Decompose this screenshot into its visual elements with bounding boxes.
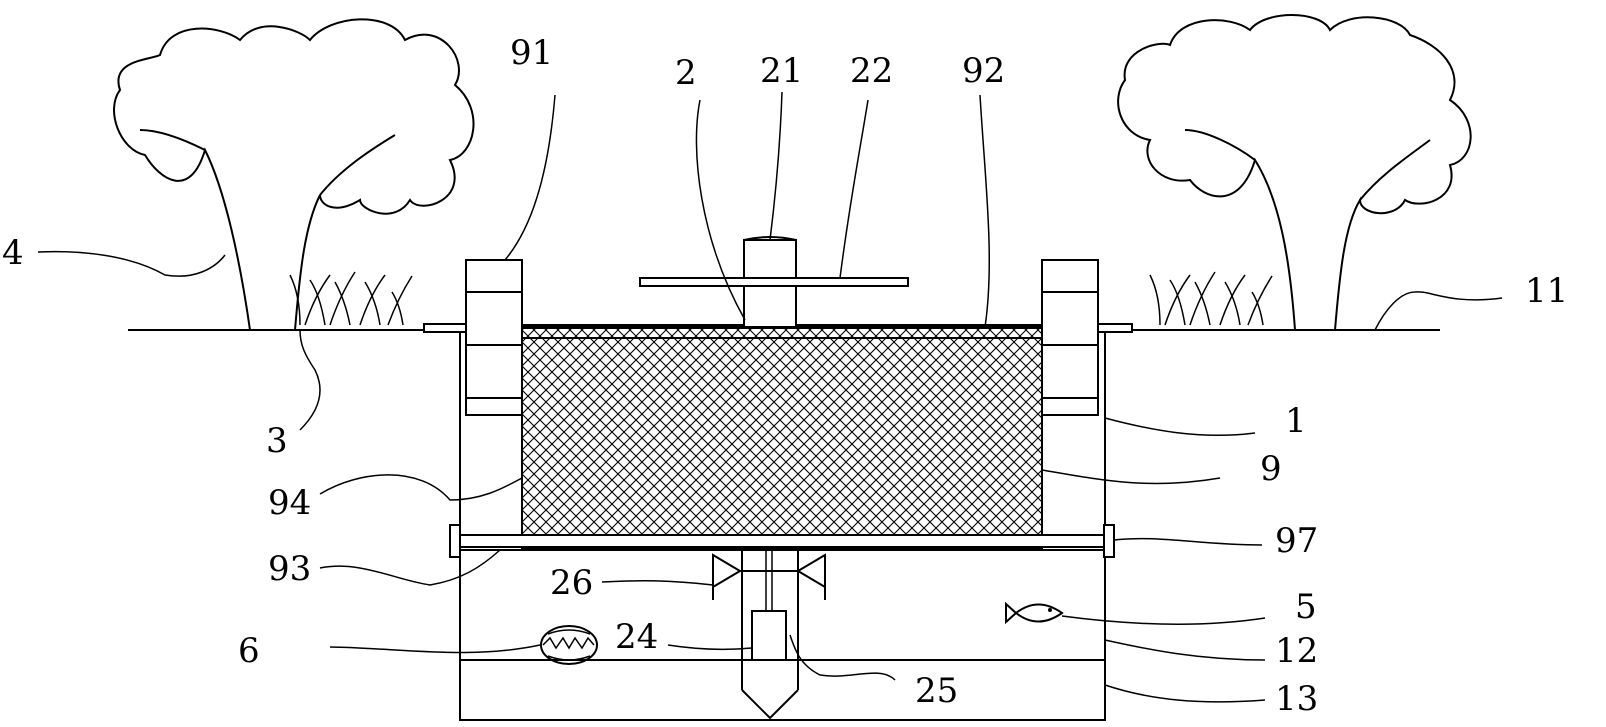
- label-91: 91: [510, 33, 553, 73]
- right-tree: [1117, 14, 1472, 331]
- reference-labels: 4 3 91 2 21 22 92 11 1 9 94 93 97 26 5 6…: [2, 33, 1568, 719]
- pump-column: [639, 236, 909, 328]
- label-4: 4: [2, 233, 24, 273]
- leader-lines: [37, 91, 1503, 703]
- bottom-rail: [449, 524, 1115, 558]
- label-9: 9: [1260, 449, 1282, 489]
- label-93: 93: [268, 549, 311, 589]
- label-26: 26: [550, 563, 593, 603]
- label-24: 24: [615, 617, 658, 657]
- label-6: 6: [238, 631, 260, 671]
- fish-icon: [1005, 601, 1064, 625]
- label-25: 25: [915, 671, 958, 711]
- label-13: 13: [1275, 679, 1318, 719]
- label-5: 5: [1295, 587, 1317, 627]
- filter-mesh-block: [521, 327, 1043, 549]
- aeration-valve: [712, 553, 826, 600]
- label-1: 1: [1285, 401, 1307, 441]
- left-frame-column: [465, 259, 523, 416]
- label-97: 97: [1275, 521, 1318, 561]
- clam-icon: [540, 625, 598, 665]
- label-92: 92: [962, 51, 1005, 91]
- label-12: 12: [1275, 631, 1318, 671]
- label-2: 2: [675, 53, 697, 93]
- label-94: 94: [268, 483, 311, 523]
- pipe-assembly: [741, 550, 799, 720]
- label-21: 21: [760, 51, 803, 91]
- right-frame-column: [1041, 259, 1099, 416]
- left-grass: [289, 271, 413, 326]
- right-grass: [1149, 271, 1273, 326]
- label-3: 3: [266, 421, 288, 461]
- label-22: 22: [850, 51, 893, 91]
- left-tree: [113, 18, 475, 331]
- label-11: 11: [1525, 271, 1568, 311]
